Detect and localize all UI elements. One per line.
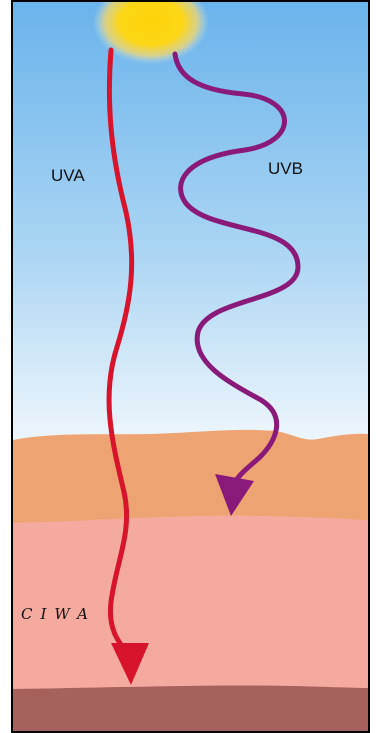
sky-layer [13,2,368,442]
ciwa-label: CIWA [21,605,96,623]
uvb-label: UVB [268,159,303,179]
hypodermis-layer [13,685,368,731]
uva-label: UVA [51,166,85,186]
diagram-frame: UVA UVB CIWA [11,0,370,733]
